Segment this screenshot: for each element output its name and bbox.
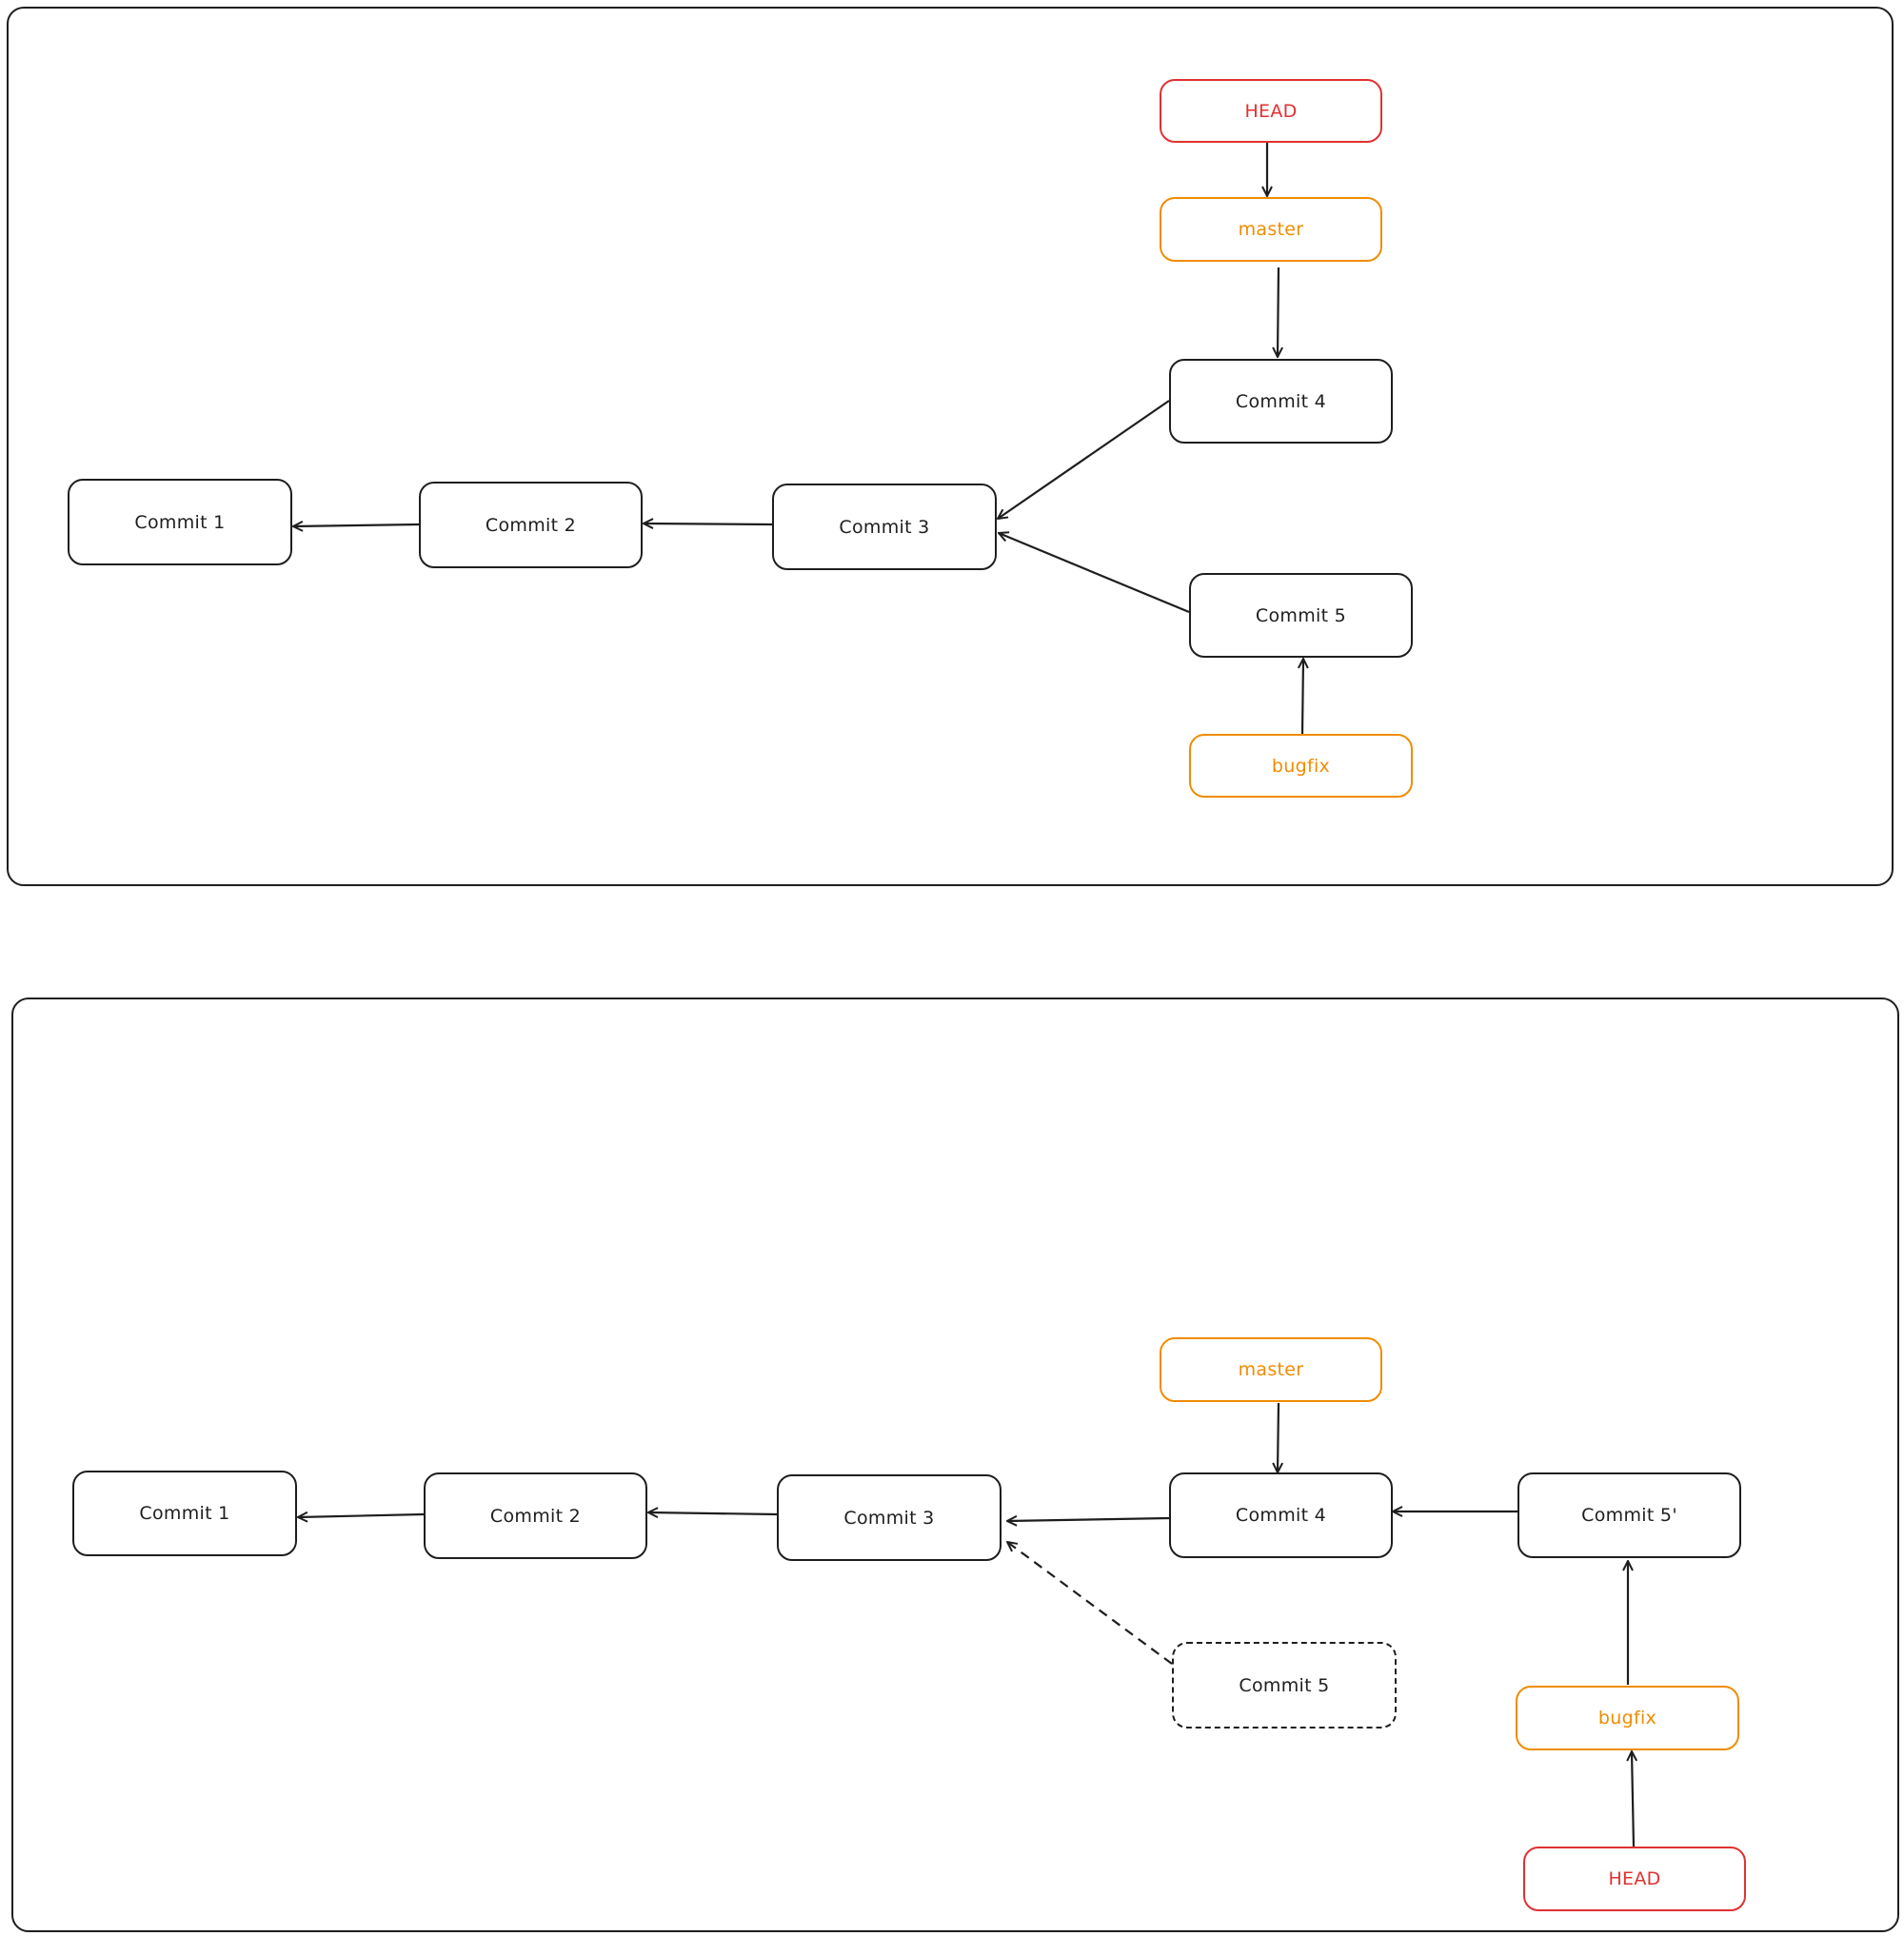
branch-bugfix-top: bugfix: [1189, 734, 1413, 798]
edge-bugfix-to-commit5-top: [1302, 659, 1303, 735]
commit-4-top: Commit 4: [1169, 359, 1393, 444]
commit-5-prime-bottom: Commit 5': [1517, 1472, 1741, 1558]
commit-2-bottom: Commit 2: [424, 1472, 647, 1559]
edge-old-commit5-to-commit3-bottom: [1007, 1542, 1173, 1665]
branch-bugfix-bottom: bugfix: [1516, 1686, 1739, 1750]
edge-commit5-to-commit3-top: [999, 533, 1190, 614]
commit-3-bottom: Commit 3: [777, 1474, 1002, 1561]
commit-2-top: Commit 2: [419, 482, 643, 568]
commit-5-old-bottom: Commit 5: [1172, 1642, 1397, 1729]
edge-commit2-to-commit1-top: [293, 524, 420, 526]
commit-1-top: Commit 1: [68, 479, 292, 565]
head-pointer-top: HEAD: [1160, 79, 1382, 143]
edge-master-to-commit4-bottom: [1278, 1402, 1279, 1472]
edge-commit3-to-commit2-bottom: [648, 1512, 778, 1514]
diagram-panel-before: [7, 7, 1894, 886]
commit-3-top: Commit 3: [772, 484, 997, 570]
commit-4-bottom: Commit 4: [1169, 1472, 1393, 1558]
edge-commit2-to-commit1-bottom: [298, 1514, 425, 1517]
diagram-panel-after: [11, 998, 1899, 1932]
edge-master-to-commit4-top: [1278, 267, 1279, 357]
edge-commit4-to-commit3-top: [998, 400, 1170, 519]
branch-master-top: master: [1160, 197, 1382, 262]
edge-commit4-to-commit3-bottom: [1007, 1518, 1170, 1521]
edge-head-to-bugfix-bottom: [1632, 1751, 1634, 1847]
head-pointer-bottom: HEAD: [1523, 1847, 1746, 1911]
commit-1-bottom: Commit 1: [72, 1471, 297, 1556]
branch-master-bottom: master: [1160, 1337, 1382, 1402]
commit-5-top: Commit 5: [1189, 573, 1413, 658]
